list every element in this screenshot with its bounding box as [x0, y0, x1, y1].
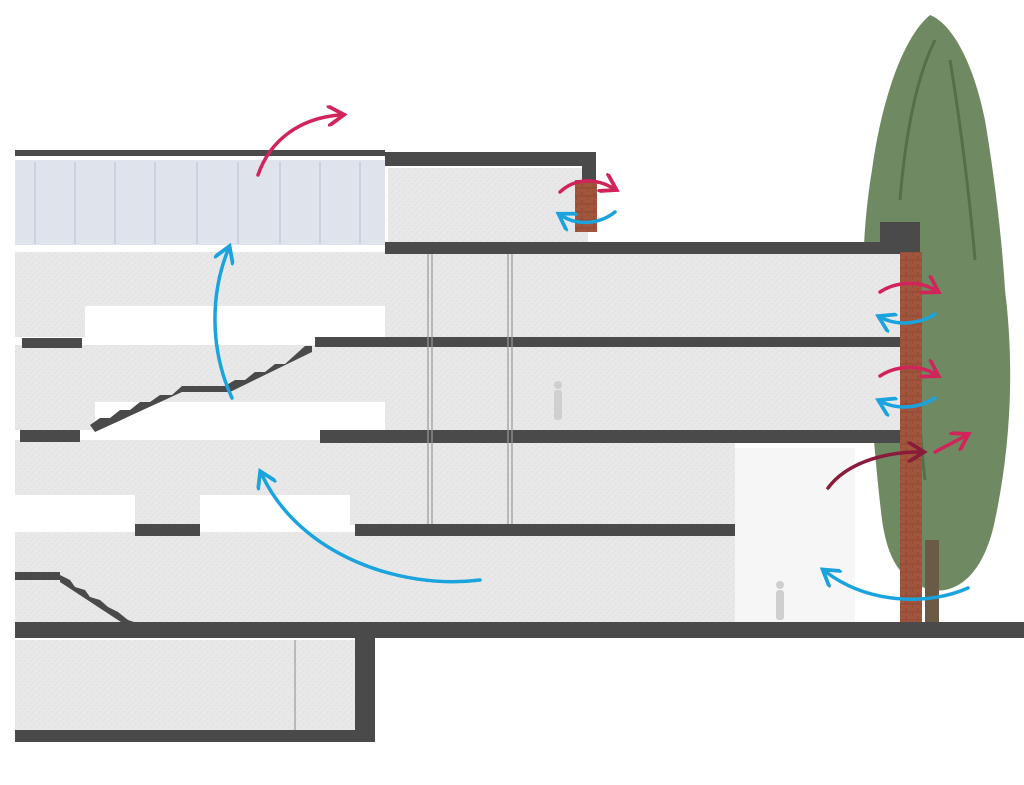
- roof-glazing: [15, 160, 385, 245]
- supply-arrow-atrium: [213, 250, 232, 400]
- human-figures: [554, 381, 784, 620]
- supply-arrow-level-3: [882, 312, 937, 323]
- stairs: [60, 346, 312, 628]
- supply-arrow-level-2: [882, 396, 937, 407]
- columns: [294, 254, 513, 730]
- supply-arrow-upper: [562, 210, 617, 222]
- exhaust-arrow-foyer: [826, 452, 920, 490]
- brick-walls: [575, 180, 922, 622]
- exhaust-arrow-level-1: [933, 436, 965, 454]
- supply-arrow-foyer: [826, 572, 970, 601]
- interior-spaces: [15, 160, 900, 732]
- floor-slabs: [15, 150, 1024, 742]
- glazed-foyer: [735, 448, 855, 623]
- exhaust-arrows: [256, 115, 965, 454]
- glazing-mullions: [34, 162, 361, 244]
- exhaust-arrow-level-3: [878, 283, 935, 292]
- exhaust-arrow-level-2: [878, 367, 935, 376]
- supply-arrow-ground: [262, 475, 482, 584]
- supply-arrows: [213, 210, 970, 601]
- exhaust-arrow-roof: [256, 115, 340, 177]
- exhaust-arrow-upper: [558, 181, 613, 194]
